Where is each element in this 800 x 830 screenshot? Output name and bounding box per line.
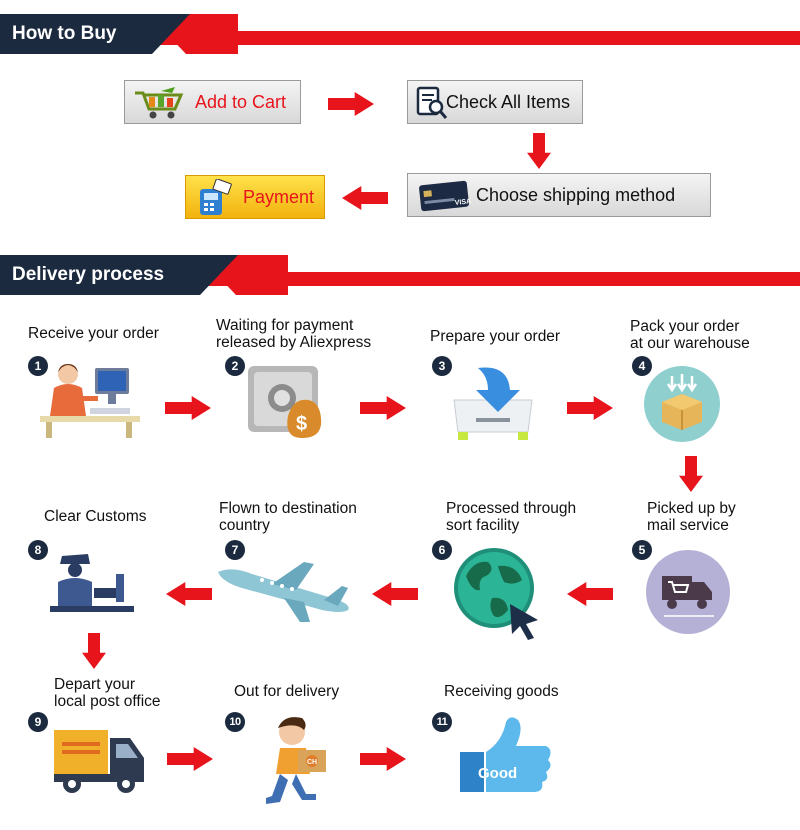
step-7-label: Flown to destination country [219,500,357,534]
step-11-number: 11 [432,712,452,732]
good-text: Good [478,765,517,782]
arrow-right-icon [360,396,406,420]
visa-text: VISA [454,198,471,207]
step-1-label: Receive your order [28,325,159,342]
cart-icon [135,87,184,119]
arrow-right-icon [360,747,406,771]
arrow-right-icon [328,92,374,116]
arrow-right-icon [567,396,613,420]
step-3-number: 3 [432,356,452,376]
check-all-items-button[interactable]: Check All Items [407,80,583,124]
arrow-left-icon [166,582,212,606]
arrow-right-icon [167,747,213,771]
box-logo-text: CH [307,759,317,766]
credit-card-icon: VISA [419,180,471,212]
airplane-icon [218,562,349,622]
arrow-left-icon [342,186,388,210]
arrow-right-icon [165,396,211,420]
step-6-label: Processed through sort facility [446,500,577,534]
step-2-number: 2 [225,356,245,376]
step-11-label: Receiving goods [444,683,559,700]
arrow-left-icon [567,582,613,606]
step-5-number: 5 [632,540,652,560]
how-to-buy-banner: How to Buy [0,14,800,54]
step-9-label: Depart your local post office [54,676,161,710]
arrow-left-icon [372,582,418,606]
step-4-number: 4 [632,356,652,376]
delivery-boy-icon: CH [266,717,326,804]
step-1-number: 1 [28,356,48,376]
step-9-number: 9 [28,712,48,732]
customs-officer-icon [50,554,134,612]
delivery-truck-circle-icon [646,550,730,634]
banner-tab: How to Buy [0,14,190,54]
step-2-label: Waiting for payment released by Aliexpre… [216,317,372,351]
post-truck-icon [54,730,144,793]
step-10-label: Out for delivery [234,683,340,700]
printer-arrow-icon [453,367,533,440]
step-5-label: Picked up by mail service [647,500,736,534]
svg-text:$: $ [296,413,307,435]
arrow-down-icon [82,633,106,669]
delivery-process-banner: Delivery process [0,255,800,295]
step-6-number: 6 [432,540,452,560]
checklist-magnifier-icon [416,86,448,119]
receptionist-computer-icon [40,364,140,438]
step-10-number: 10 [225,712,245,732]
how-to-buy-title: How to Buy [12,23,117,44]
package-circle-icon [644,366,720,442]
arrow-down-icon [679,456,703,492]
card-terminal-icon [200,179,232,215]
arrow-down-icon [527,133,551,169]
globe-cursor-icon [454,548,538,640]
step-4-label: Pack your order at our warehouse [630,318,750,352]
step-8-number: 8 [28,540,48,560]
step-8-label: Clear Customs [44,508,147,525]
add-to-cart-label: Add to Cart [195,92,287,112]
banner-stripe [150,31,800,45]
add-to-cart-button[interactable]: Add to Cart [124,80,301,124]
payment-label: Payment [243,187,315,207]
safe-money-bag-icon: $ [248,366,322,438]
check-all-items-label: Check All Items [446,92,571,112]
step-7-number: 7 [225,540,245,560]
banner-stripe [200,272,800,286]
payment-button[interactable]: Payment [185,175,325,219]
step-3-label: Prepare your order [430,328,561,345]
delivery-process-title: Delivery process [12,264,165,285]
choose-shipping-label: Choose shipping method [476,185,676,205]
thumbs-up-good-icon: Good [460,717,551,792]
choose-shipping-button[interactable]: VISA Choose shipping method [407,173,711,217]
banner-tab: Delivery process [0,255,238,295]
